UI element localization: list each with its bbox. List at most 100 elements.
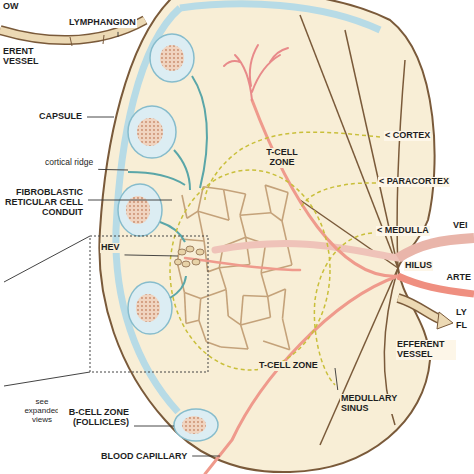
illustration-part [180, 4, 380, 30]
illustration-part [136, 294, 160, 322]
fibroblastic-conduits [128, 76, 207, 298]
illustration-part [205, 132, 380, 200]
part-label: FIBROBLASTIC RETICULAR CELL CONDUIT [4, 188, 84, 218]
part-label: < CORTEX [384, 131, 431, 141]
reticular-fiber [186, 320, 199, 323]
reticular-fiber [240, 213, 271, 215]
part-label: cortical ridge [44, 158, 94, 167]
illustration-part [397, 60, 405, 268]
reticular-fiber [282, 192, 288, 221]
part-label: VEI [452, 221, 469, 231]
part-label: HILUS [404, 261, 433, 271]
reticular-fiber [219, 268, 226, 290]
hev-cluster [175, 246, 205, 267]
illustration-part [170, 276, 186, 298]
reticular-fiber [241, 317, 271, 325]
illustration-part [70, 35, 104, 46]
part-label: BLOOD CAPILLARY [100, 452, 188, 462]
illustration-part [90, 236, 208, 372]
reticular-fiber [265, 185, 288, 192]
illustration-part [192, 259, 200, 265]
part-label: ERENT VESSEL [2, 47, 48, 67]
reticular-fiber [187, 211, 198, 218]
reticular-fiber [265, 185, 271, 213]
leader-line [87, 117, 114, 118]
reticular-fiber [241, 295, 243, 324]
part-label: FL [455, 321, 468, 331]
illustration-part [178, 249, 186, 255]
reticular-fiber [241, 325, 248, 349]
reticular-fiber [208, 268, 220, 272]
illustration-part [252, 100, 398, 276]
reticular-fiber [184, 292, 186, 323]
reticular-fiber [240, 215, 246, 237]
illustration-part [128, 282, 172, 334]
leader-line [118, 32, 119, 37]
illustration-part [398, 238, 474, 258]
reticular-fiber [243, 295, 268, 296]
part-label: T-CELL ZONE [258, 361, 319, 371]
part-label: LYMPHANGION [68, 18, 137, 28]
illustration-part [118, 184, 162, 236]
illustration-part [160, 222, 185, 242]
reticular-fiber [199, 299, 201, 321]
hilar-vessels [398, 238, 474, 329]
illustration-part [182, 416, 206, 434]
illustration-part [437, 312, 453, 329]
subcapsular-sinus [116, 4, 380, 412]
illustration-part [170, 170, 330, 370]
illustration-part [215, 244, 398, 258]
part-label: MEDULLARY SINUS [340, 394, 406, 414]
reticular-fiber [271, 213, 282, 221]
reticular-fiber [246, 237, 250, 264]
reticular-fiber [199, 320, 206, 341]
b-cell-follicles [118, 34, 218, 441]
part-label: B-CELL ZONE (FOLLICLES) [58, 408, 130, 428]
reticular-fiber [240, 194, 246, 215]
part-label: HEV [100, 243, 121, 253]
leader-line [192, 456, 220, 457]
leader-line [88, 200, 172, 201]
illustration-part [182, 261, 190, 267]
illustration-part [174, 409, 218, 441]
reticular-fiber [224, 189, 229, 220]
reticular-fiber [206, 342, 220, 347]
part-label: LY [455, 308, 468, 318]
reticular-fiber [268, 289, 286, 296]
illustration-part [4, 236, 90, 386]
reticular-fiber [263, 341, 290, 350]
leader-line [134, 426, 174, 427]
leader-line [335, 368, 338, 390]
illustration-part [314, 233, 372, 385]
illustration-part [185, 258, 300, 270]
illustration-part [224, 45, 288, 100]
illustration-part [192, 76, 207, 188]
illustration-part [196, 249, 204, 255]
illustration-part [137, 118, 163, 146]
reticular-fiber [221, 347, 248, 349]
expanded-view-bracket [4, 236, 208, 386]
reticular-fiber [182, 195, 187, 218]
reticular-fiber [201, 289, 226, 298]
reticular-fiber [228, 316, 240, 325]
reticular-fiber [184, 292, 200, 298]
reticular-fiber [287, 244, 292, 265]
reticular-fiber [198, 211, 229, 220]
zone-boundaries [170, 132, 380, 385]
illustration-part [128, 172, 185, 185]
illustration-part [398, 298, 442, 320]
reticular-network [177, 185, 292, 350]
illustration-part [398, 298, 442, 320]
part-label: EFFERENT VESSEL [396, 340, 456, 360]
leader-line [125, 255, 178, 256]
reticular-fiber [226, 289, 228, 316]
part-label: < PARACORTEX [378, 177, 450, 187]
illustration-part [150, 34, 194, 82]
illustration-part [160, 45, 184, 71]
capsule-outline [99, 0, 434, 472]
part-label: CAPSULE [38, 112, 83, 122]
leader-line [98, 169, 128, 171]
part-label: ARTE [446, 273, 473, 283]
